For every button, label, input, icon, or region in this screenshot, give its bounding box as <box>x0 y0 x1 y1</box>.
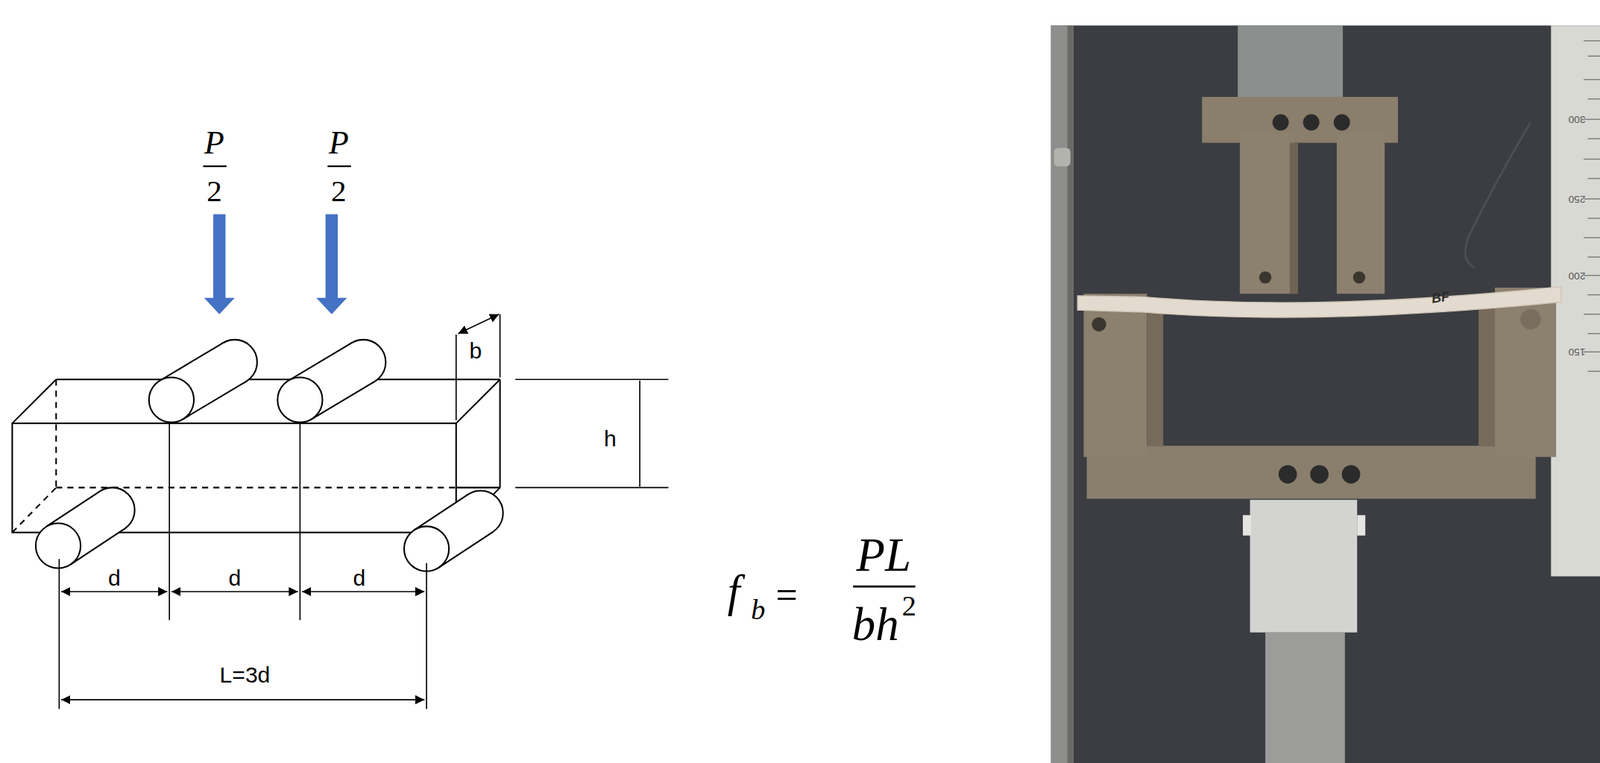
formula-denominator: bh <box>852 600 900 648</box>
fraction-bar <box>852 586 915 589</box>
dimension-label: d <box>228 567 241 590</box>
fraction-bar <box>202 165 351 168</box>
dimension-label: b <box>468 339 482 363</box>
load-symbol: P <box>328 126 349 160</box>
ruler-number: 300 <box>1567 114 1586 125</box>
ruler-number: 250 <box>1567 193 1586 205</box>
specimen-mark: BF <box>1431 290 1451 306</box>
support-roller <box>35 487 135 569</box>
dimension-label: h <box>603 427 617 450</box>
test-photo <box>1051 25 1600 763</box>
load-divisor: 2 <box>331 176 347 208</box>
formula-equals: = <box>776 576 798 616</box>
support-roller <box>404 490 504 572</box>
formula-symbol: f <box>727 569 741 615</box>
formula-subscript: b <box>750 595 765 625</box>
load-symbol: P <box>204 126 225 160</box>
roller <box>277 339 386 423</box>
dimension-label: d <box>352 567 366 590</box>
load-arrow <box>204 213 348 314</box>
dimension-label: d <box>108 567 121 590</box>
dimension-label: L=3d <box>219 664 271 687</box>
roller <box>149 339 258 423</box>
formula-exponent: 2 <box>902 591 917 621</box>
dimension-line <box>58 314 669 710</box>
load-divisor: 2 <box>206 176 223 208</box>
ruler-number: 200 <box>1567 270 1586 282</box>
ruler-number: 150 <box>1567 346 1586 358</box>
formula-numerator: PL <box>855 531 911 579</box>
